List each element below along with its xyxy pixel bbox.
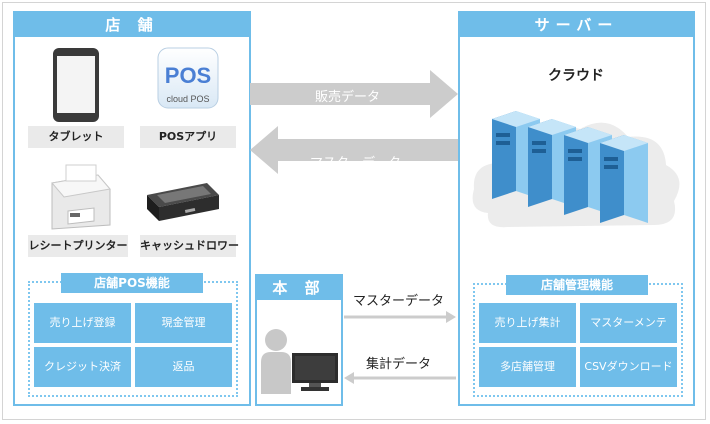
store-function-sales-registration: 売り上げ登録 xyxy=(34,303,131,343)
cloud-servers-icon xyxy=(468,93,688,257)
person-icon xyxy=(261,328,291,398)
store-title: 店 舗 xyxy=(15,13,249,37)
store-item-cash-drawer: キャッシュドロワー xyxy=(140,235,239,257)
store-item-receipt-printer: レシートプリンター xyxy=(28,235,128,257)
server-title: サーバー xyxy=(460,13,693,37)
server-tower-4 xyxy=(600,135,648,223)
sales-data-label: 販売データ xyxy=(315,90,381,105)
cash-drawer-icon xyxy=(145,175,221,229)
store-function-returns: 返品 xyxy=(135,347,232,387)
store-item-tablet: タブレット xyxy=(28,126,124,148)
big-arrows xyxy=(250,70,458,174)
server-panel: サーバー クラウド xyxy=(458,11,695,406)
pos-logo-main: POS xyxy=(165,63,211,88)
master-data-arrow-top xyxy=(250,126,458,174)
server-function-csv-download: CSVダウンロード xyxy=(580,347,677,387)
store-functions-title: 店舗POS機能 xyxy=(61,273,203,293)
server-functions-title: 店舗管理機能 xyxy=(506,275,648,295)
store-panel: 店 舗 タブレット POS cloud POS POSアプリ xyxy=(13,11,251,406)
master-data-label-bottom: マスターデータ xyxy=(353,294,445,309)
pos-logo-sub: cloud POS xyxy=(166,94,209,104)
server-function-master-maintenance: マスターメンテ xyxy=(580,303,677,343)
store-function-cash-management: 現金管理 xyxy=(135,303,232,343)
hq-title: 本 部 xyxy=(257,276,341,300)
store-function-credit-payment: クレジット決済 xyxy=(34,347,131,387)
small-arrows xyxy=(344,311,456,384)
hq-panel: 本 部 xyxy=(255,274,343,406)
tablet-icon xyxy=(52,47,100,127)
receipt-printer-icon xyxy=(42,163,114,237)
master-data-label-top: マスターデータ xyxy=(310,156,402,171)
master-data-arrow-bottom xyxy=(446,311,456,323)
cloud-label: クラウド xyxy=(548,68,604,84)
sales-data-arrow xyxy=(250,70,458,118)
server-function-sales-aggregation: 売り上げ集計 xyxy=(479,303,576,343)
aggregate-data-label: 集計データ xyxy=(366,357,432,372)
monitor-icon xyxy=(291,352,339,396)
store-item-pos-app: POSアプリ xyxy=(140,126,236,148)
pos-app-icon: POS cloud POS xyxy=(157,47,219,109)
server-function-multi-store-management: 多店舗管理 xyxy=(479,347,576,387)
aggregate-data-arrow xyxy=(344,372,354,384)
